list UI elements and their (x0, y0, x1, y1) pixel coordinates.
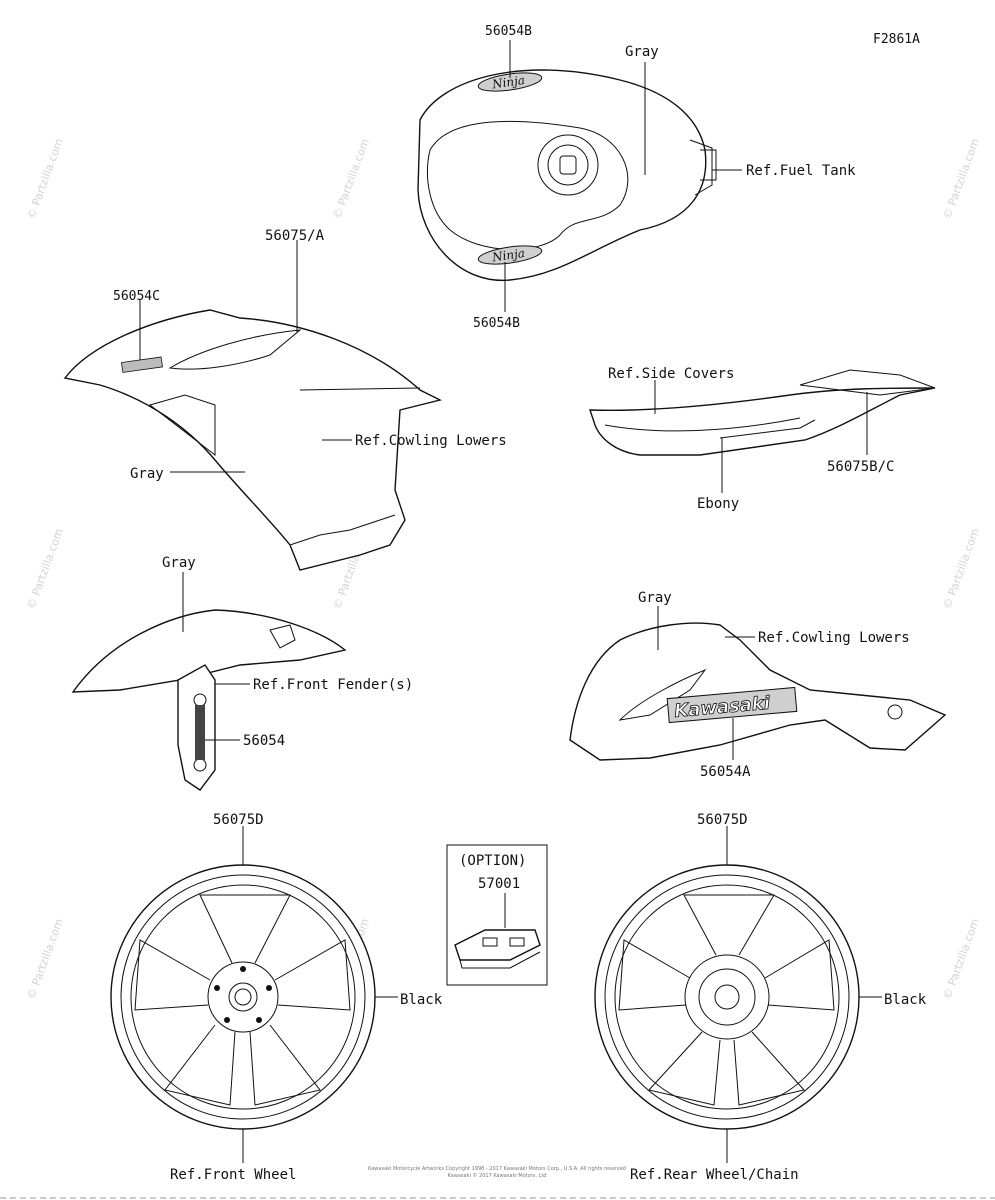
label-ref-cowling-lowers-1: Ref.Cowling Lowers (355, 433, 507, 449)
label-56054a: 56054A (700, 764, 751, 780)
label-56054c: 56054C (113, 289, 160, 304)
watermark: © Partzilla.com (941, 527, 982, 611)
label-option: (OPTION) (459, 853, 526, 869)
ninja-logo-bottom: Ninja (477, 245, 543, 265)
label-ebony: Ebony (697, 496, 739, 512)
side-cover-illustration (589, 369, 936, 456)
label-ref-side-covers: Ref.Side Covers (608, 366, 734, 382)
svg-text:Ninja: Ninja (490, 246, 526, 265)
option-box: (OPTION) 57001 (446, 844, 548, 986)
rear-wheel-illustration (594, 864, 860, 1130)
fuel-tank-illustration: Ninja Ninja (417, 69, 717, 281)
label-lower-gray: Gray (638, 590, 672, 606)
front-wheel-illustration (110, 864, 376, 1130)
label-rear-wheel-code: 56075D (697, 812, 748, 828)
label-rear-wheel-black: Black (884, 992, 927, 1008)
label-56054: 56054 (243, 733, 285, 749)
copyright-line-1: Kawasaki Motorcycle Artworks Copyright 1… (368, 1166, 626, 1172)
ninja-logo-top: Ninja (477, 72, 543, 92)
copyright-line-2: Kawasaki © 2017 Kawasaki Motors, Ltd (448, 1172, 547, 1179)
label-ref-fuel-tank: Ref.Fuel Tank (746, 163, 856, 179)
label-ref-rear-wheel: Ref.Rear Wheel/Chain (630, 1167, 799, 1183)
watermark: © Partzilla.com (25, 527, 66, 611)
label-cowl-gray: Gray (130, 466, 164, 482)
cowling-upper-illustration (63, 309, 443, 571)
front-fender-illustration (71, 609, 347, 791)
option-part-illustration (454, 929, 541, 969)
watermark: © Partzilla.com (941, 137, 982, 221)
watermark: © Partzilla.com (25, 917, 66, 1001)
label-front-wheel-black: Black (400, 992, 443, 1008)
label-56075bc: 56075B/C (827, 459, 894, 475)
label-fender-gray: Gray (162, 555, 196, 571)
cowling-lower-illustration: Kawasaki (569, 622, 947, 761)
watermark: © Partzilla.com (331, 137, 372, 221)
label-ref-cowling-lowers-2: Ref.Cowling Lowers (758, 630, 910, 646)
label-ref-front-fender: Ref.Front Fender(s) (253, 677, 413, 693)
label-ref-front-wheel: Ref.Front Wheel (170, 1167, 296, 1183)
label-tank-gray: Gray (625, 44, 659, 60)
svg-text:Ninja: Ninja (490, 73, 526, 92)
watermark: © Partzilla.com (25, 137, 66, 221)
watermark: © Partzilla.com (941, 917, 982, 1001)
figure-code: F2861A (873, 32, 920, 47)
label-57001: 57001 (478, 876, 520, 892)
label-56054b-bottom: 56054B (473, 316, 520, 331)
label-56054b-top: 56054B (485, 24, 532, 39)
label-front-wheel-code: 56075D (213, 812, 264, 828)
label-56075a: 56075/A (265, 228, 325, 244)
kawasaki-logo: Kawasaki (666, 686, 798, 724)
